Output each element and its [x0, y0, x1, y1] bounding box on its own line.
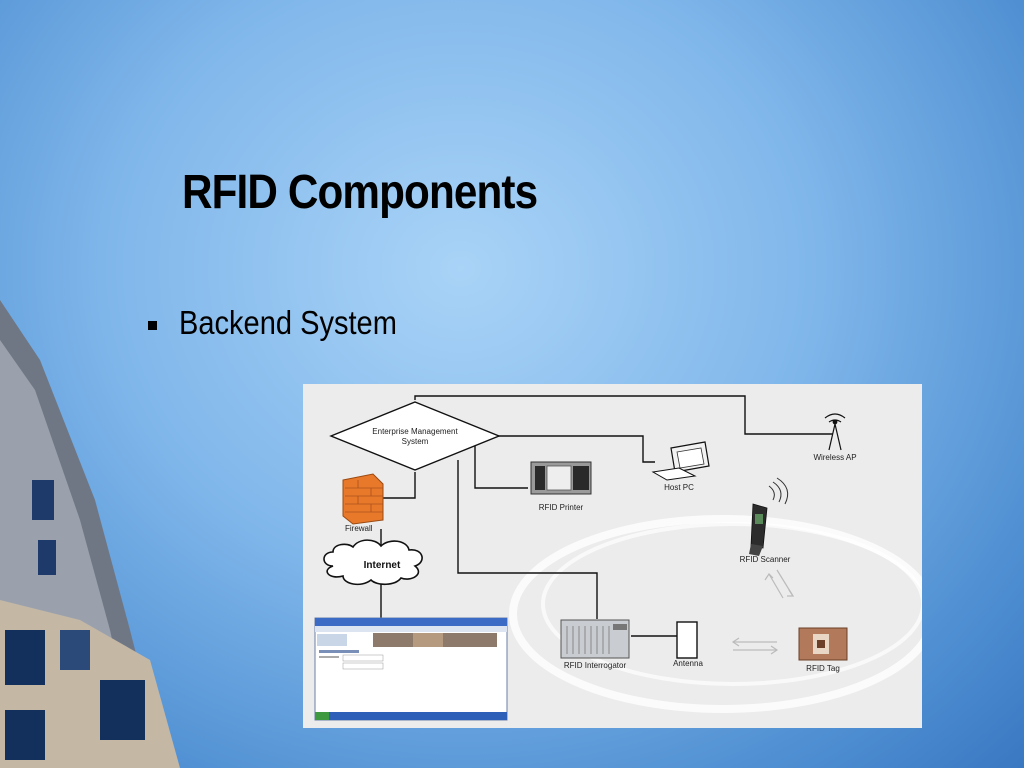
web-browser-screenshot — [314, 617, 508, 721]
rfid-system-diagram: Enterprise Management System Firewall — [303, 384, 922, 728]
rfid-scanner-label: RFID Scanner — [740, 555, 791, 564]
rfid-interrogator-label: RFID Interrogator — [564, 661, 627, 670]
wireless-antenna-icon — [824, 413, 846, 451]
slide-title: RFID Components — [182, 166, 538, 219]
printer-icon — [530, 461, 592, 495]
rfid-interrogator-node: RFID Interrogator — [560, 619, 630, 670]
ems-label-line1: Enterprise Management — [372, 427, 458, 436]
enterprise-management-system-node: Enterprise Management System — [329, 401, 501, 471]
firewall-icon — [342, 473, 384, 525]
firewall-node: Firewall — [342, 473, 384, 533]
bullet-text: Backend System — [179, 304, 397, 341]
building-image — [0, 300, 180, 768]
interrogator-device-icon — [560, 619, 630, 659]
scanner-tag-signal-arrows-icon — [764, 569, 795, 599]
antenna-tag-signal-arrows-icon — [731, 637, 779, 655]
rfid-scanner-node: RFID Scanner — [740, 477, 791, 564]
host-pc-label: Host PC — [664, 483, 694, 492]
rfid-tag-label: RFID Tag — [806, 664, 840, 673]
antenna-label: Antenna — [673, 659, 703, 668]
ems-label-line2: System — [402, 437, 429, 446]
connection-lines — [380, 395, 833, 637]
rfid-printer-node: RFID Printer — [530, 461, 592, 512]
antenna-panel-icon — [676, 621, 698, 659]
host-pc-node: Host PC — [651, 441, 710, 492]
antenna-node: Antenna — [673, 621, 703, 668]
bullet-item: Backend System — [148, 304, 427, 342]
handheld-scanner-icon — [749, 477, 789, 556]
internet-label: Internet — [364, 560, 401, 571]
rfid-printer-label: RFID Printer — [539, 503, 584, 512]
wireless-ap-node: Wireless AP — [813, 413, 857, 462]
firewall-label: Firewall — [345, 524, 373, 533]
wireless-ap-label: Wireless AP — [813, 453, 856, 462]
rfid-tag-node: RFID Tag — [798, 627, 848, 673]
computer-icon — [651, 441, 710, 481]
rfid-tag-icon — [798, 627, 848, 661]
bullet-square-icon — [148, 320, 157, 330]
cloud-icon — [323, 539, 423, 586]
internet-node: Internet — [323, 539, 423, 586]
